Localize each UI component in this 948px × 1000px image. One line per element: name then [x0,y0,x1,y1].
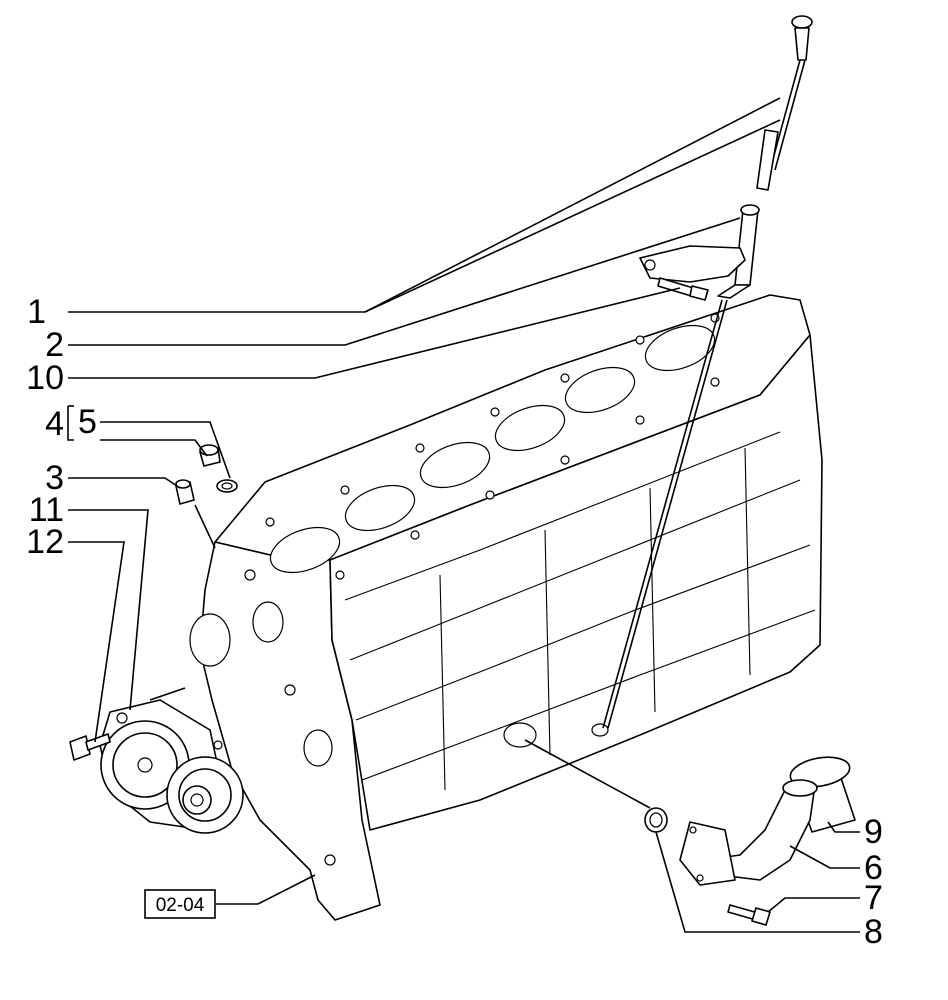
dipstick-bracket [639,245,746,283]
callout-10: 10 [26,359,64,397]
callout-12: 12 [26,523,64,561]
callout-2: 2 [45,326,64,364]
callout-3: 3 [45,459,64,497]
callout-5: 5 [78,403,97,441]
reference-label: 02-04 [156,895,205,916]
callout-6: 6 [864,849,883,887]
engine-block [189,294,823,921]
callout-9: 9 [864,813,883,851]
plug-and-washer [199,444,238,493]
oil-pump [99,699,244,834]
dipstick-assembly [602,15,813,729]
callout-8: 8 [864,913,883,951]
pump-bolt [69,733,111,761]
reference-box: 02-04 [144,889,216,919]
callout-4: 4 [45,405,64,443]
callout-1: 1 [27,293,46,331]
callout-7: 7 [864,879,883,917]
oil-filler-assembly [644,756,856,926]
callout-11: 11 [29,491,64,529]
small-plug [175,479,195,505]
leader-lines [67,97,860,933]
